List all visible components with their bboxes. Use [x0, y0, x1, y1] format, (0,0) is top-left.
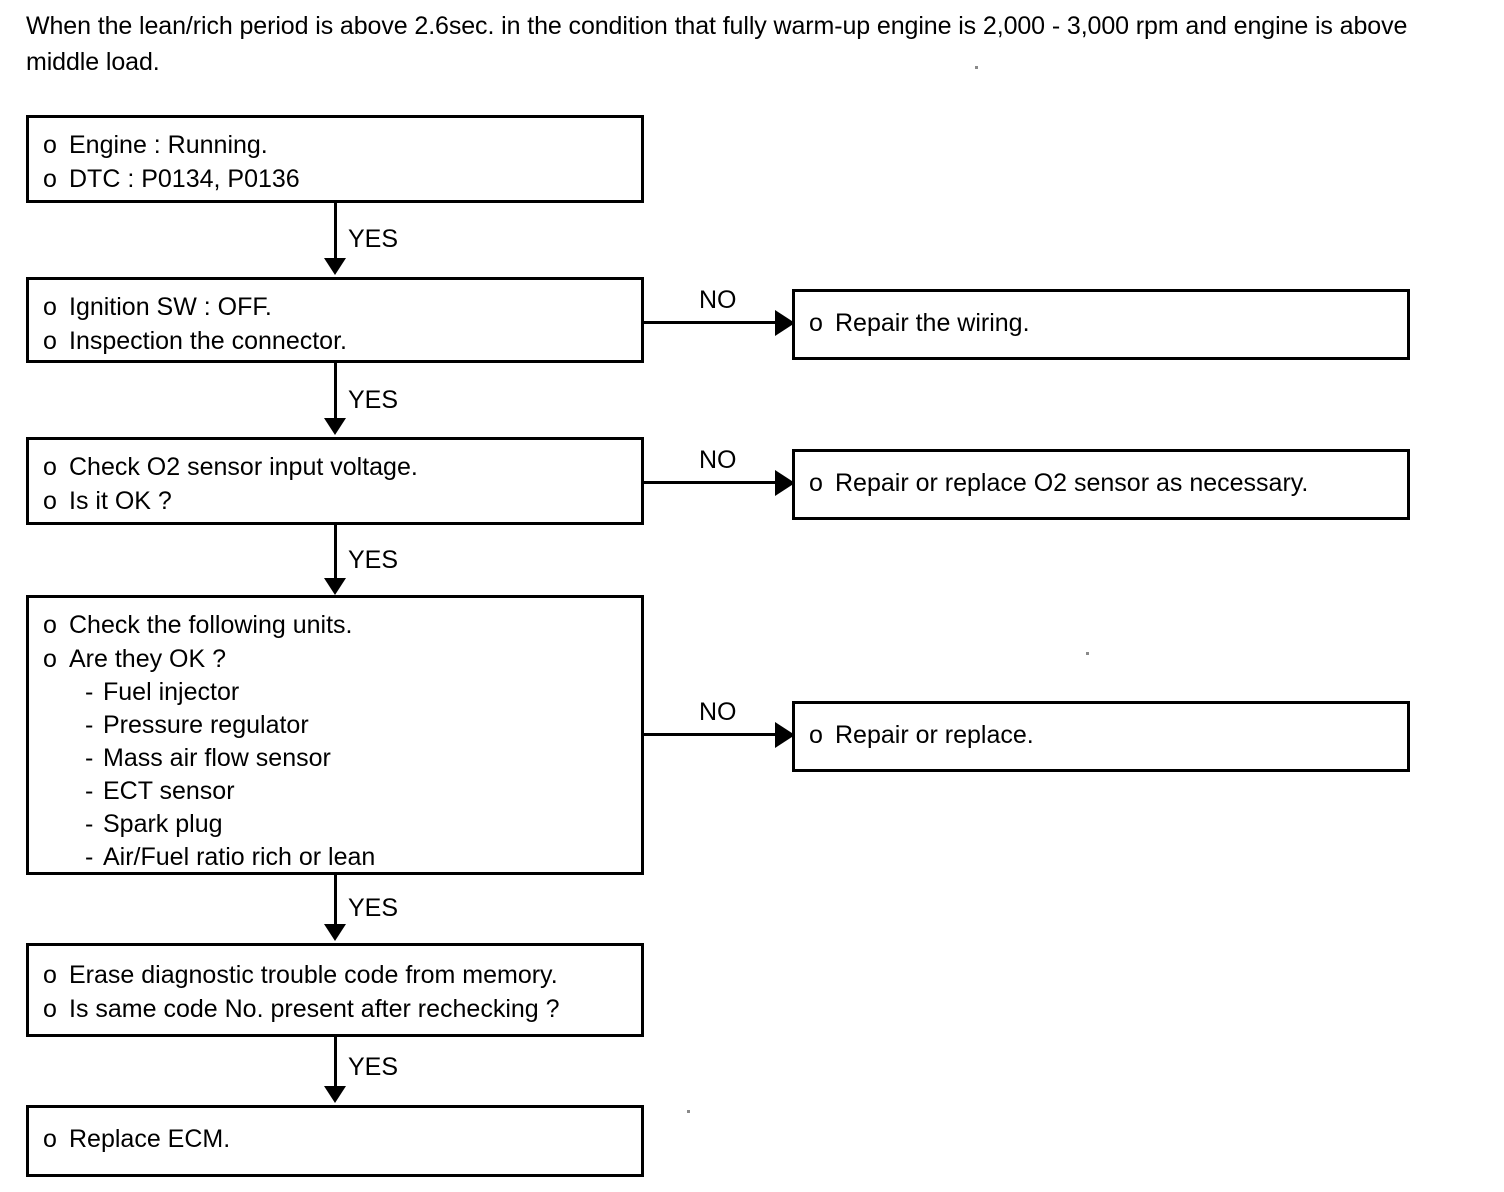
step-1-line-2: o DTC : P0134, P0136 — [43, 162, 627, 196]
step-2-text-1: Ignition SW : OFF. — [69, 293, 272, 321]
result-3-text-1: Repair or replace. — [835, 721, 1034, 749]
dash-glyph: - — [85, 678, 94, 706]
step-6-text-1: Replace ECM. — [69, 1125, 231, 1153]
connector-step2-result1 — [644, 321, 790, 324]
result-1-text-1: Repair the wiring. — [835, 309, 1030, 337]
edge-label-yes-3: YES — [348, 546, 399, 574]
edge-label-yes-1: YES — [348, 225, 399, 253]
step-4-sub-item: -Air/Fuel ratio rich or lean — [43, 841, 627, 874]
bullet-glyph: o — [43, 327, 57, 355]
dash-glyph: - — [85, 810, 94, 838]
step-4-sub-item: -Pressure regulator — [43, 709, 627, 742]
dash-glyph: - — [85, 711, 94, 739]
step-4-line-2: o Are they OK ? — [43, 642, 627, 676]
intro-paragraph: When the lean/rich period is above 2.6se… — [26, 12, 1408, 76]
result-1-line-1: o Repair the wiring. — [809, 306, 1393, 340]
step-5-line-1: o Erase diagnostic trouble code from memo… — [43, 958, 627, 992]
edge-label-no-3: NO — [699, 698, 737, 726]
connector-step3-result2 — [644, 481, 790, 484]
bullet-glyph: o — [43, 487, 57, 515]
flow-box-step-6: o Replace ECM. — [26, 1105, 644, 1177]
step-4-sub-text-6: Air/Fuel ratio rich or lean — [103, 843, 376, 871]
step-1-line-1: o Engine : Running. — [43, 128, 627, 162]
step-4-sub-item: -Fuel injector — [43, 676, 627, 709]
scan-speckle — [687, 1110, 690, 1113]
step-4-text-1: Check the following units. — [69, 611, 353, 639]
step-2-text-2: Inspection the connector. — [69, 327, 347, 355]
edge-label-yes-2: YES — [348, 386, 399, 414]
step-4-sub-text-3: Mass air flow sensor — [103, 744, 331, 772]
bullet-glyph: o — [809, 309, 823, 337]
step-3-line-2: o Is it OK ? — [43, 484, 627, 518]
step-1-text-1: Engine : Running. — [69, 131, 268, 159]
arrowhead-step4-step5 — [324, 924, 346, 941]
arrowhead-step2-step3 — [324, 418, 346, 435]
result-2-line-1: o Repair or replace O2 sensor as necessar… — [809, 466, 1393, 500]
step-3-line-1: o Check O2 sensor input voltage. — [43, 450, 627, 484]
bullet-glyph: o — [43, 165, 57, 193]
flow-box-result-1: o Repair the wiring. — [792, 289, 1410, 360]
connector-step5-step6 — [334, 1037, 337, 1089]
scan-speckle — [975, 66, 978, 69]
dash-glyph: - — [85, 843, 94, 871]
dash-glyph: - — [85, 744, 94, 772]
flow-box-result-2: o Repair or replace O2 sensor as necessar… — [792, 449, 1410, 520]
flow-box-result-3: o Repair or replace. — [792, 701, 1410, 772]
edge-label-no-1: NO — [699, 286, 737, 314]
edge-label-yes-4: YES — [348, 894, 399, 922]
step-1-text-2: DTC : P0134, P0136 — [69, 165, 300, 193]
step-4-sub-text-4: ECT sensor — [103, 777, 235, 805]
scan-speckle — [1086, 652, 1089, 655]
connector-step3-step4 — [334, 525, 337, 581]
edge-label-yes-5: YES — [348, 1053, 399, 1081]
dash-glyph: - — [85, 777, 94, 805]
step-4-line-1: o Check the following units. — [43, 608, 627, 642]
step-4-sub-item: -ECT sensor — [43, 775, 627, 808]
step-4-sub-item: -Spark plug — [43, 808, 627, 841]
connector-step1-step2 — [334, 203, 337, 261]
arrowhead-step3-result2 — [775, 470, 795, 496]
flow-box-step-3: o Check O2 sensor input voltage. o Is it O… — [26, 437, 644, 525]
bullet-glyph: o — [43, 293, 57, 321]
step-5-text-1: Erase diagnostic trouble code from memor… — [69, 961, 558, 989]
connector-step2-step3 — [334, 363, 337, 421]
step-3-text-2: Is it OK ? — [69, 487, 172, 515]
step-4-sub-item: -Mass air flow sensor — [43, 742, 627, 775]
flow-box-step-5: o Erase diagnostic trouble code from memo… — [26, 943, 644, 1037]
bullet-glyph: o — [43, 131, 57, 159]
edge-label-no-2: NO — [699, 446, 737, 474]
result-3-line-1: o Repair or replace. — [809, 718, 1393, 752]
step-3-text-1: Check O2 sensor input voltage. — [69, 453, 418, 481]
arrowhead-step2-result1 — [775, 310, 795, 336]
arrowhead-step5-step6 — [324, 1086, 346, 1103]
arrowhead-step4-result3 — [775, 722, 795, 748]
arrowhead-step1-step2 — [324, 258, 346, 275]
bullet-glyph: o — [43, 1125, 57, 1153]
bullet-glyph: o — [43, 611, 57, 639]
bullet-glyph: o — [43, 995, 57, 1023]
step-4-sub-text-5: Spark plug — [103, 810, 223, 838]
step-4-sub-text-1: Fuel injector — [103, 678, 240, 706]
connector-step4-result3 — [644, 733, 790, 736]
result-2-text-1: Repair or replace O2 sensor as necessary… — [835, 469, 1309, 497]
step-4-text-2: Are they OK ? — [69, 645, 227, 673]
step-2-line-1: o Ignition SW : OFF. — [43, 290, 627, 324]
bullet-glyph: o — [43, 453, 57, 481]
bullet-glyph: o — [809, 469, 823, 497]
arrowhead-step3-step4 — [324, 578, 346, 595]
step-5-text-2: Is same code No. present after recheckin… — [69, 995, 560, 1023]
bullet-glyph: o — [43, 645, 57, 673]
bullet-glyph: o — [43, 961, 57, 989]
step-2-line-2: o Inspection the connector. — [43, 324, 627, 358]
step-6-line-1: o Replace ECM. — [43, 1122, 627, 1156]
bullet-glyph: o — [809, 721, 823, 749]
connector-step4-step5 — [334, 875, 337, 926]
step-5-line-2: o Is same code No. present after rechecki… — [43, 992, 627, 1026]
step-4-sub-text-2: Pressure regulator — [103, 711, 309, 739]
